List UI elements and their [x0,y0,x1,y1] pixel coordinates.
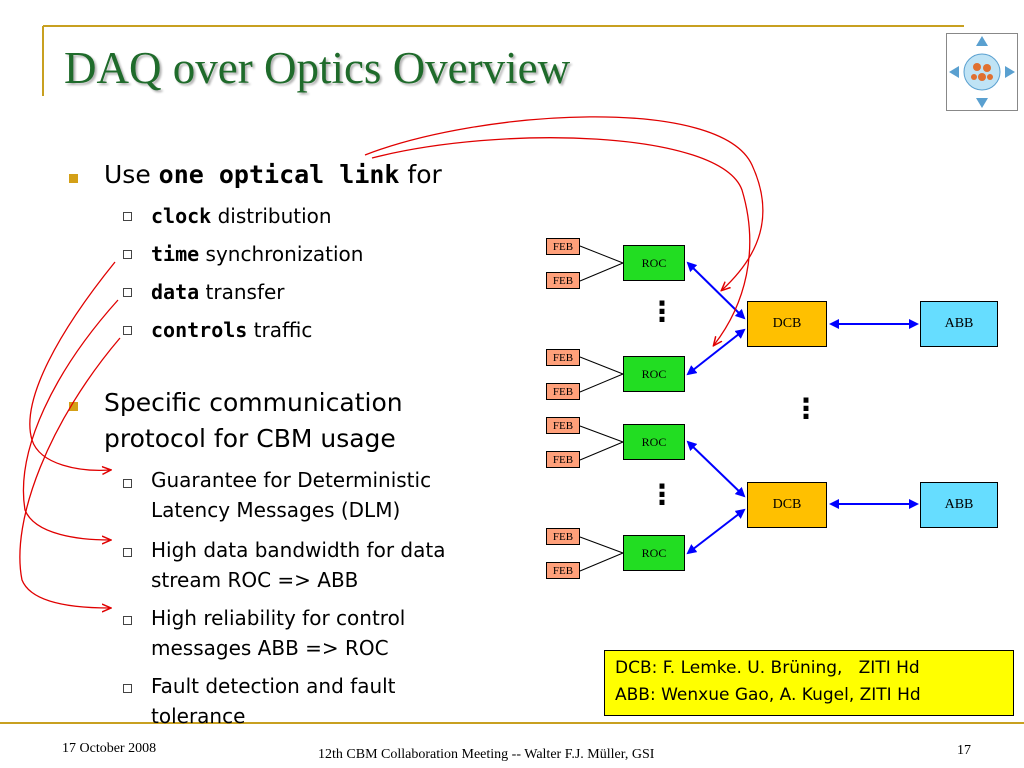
sub-item-bold: time [151,242,200,266]
sub-item-rest: traffic [247,318,313,342]
bullet-1-emphasis: one optical link [158,160,400,189]
footer-center: 12th CBM Collaboration Meeting -- Walter… [318,747,655,762]
sub-item-bold: data [151,280,200,304]
vertical-ellipsis: ⋮ [648,478,676,511]
sub-item-line: Guarantee for Deterministic [151,468,432,492]
bullet-1-suffix: for [399,160,442,189]
sub-item-line: High data bandwidth for data [151,538,446,562]
sub-item-rest: transfer [199,280,285,304]
dcb-box: DCB [747,482,827,528]
sub-bullet-marker [123,326,132,335]
sub-item-dlm: Guarantee for Deterministic Latency Mess… [151,465,431,525]
bullet-1-text: Use one optical link for [104,160,442,189]
page-title: DAQ over Optics Overview [64,43,571,93]
bullet-2-line-2: protocol for CBM usage [104,424,396,453]
credits-line: ABB: Wenxue Gao, A. Kugel, ZITI Hd [615,685,921,705]
sub-item-bold: clock [151,204,212,228]
sub-item-time: time synchronization [151,242,363,266]
feb-box: FEB [546,272,580,289]
feb-box: FEB [546,562,580,579]
bullet-2-line-1: Specific communication [104,388,403,417]
sub-bullet-marker [123,212,132,221]
credits-box: DCB: F. Lemke. U. Brüning, ZITI Hd ABB: … [604,650,1014,716]
abb-box: ABB [920,482,998,528]
sub-item-bandwidth: High data bandwidth for data stream ROC … [151,535,445,595]
page-number: 17 [957,743,971,758]
sub-bullet-marker [123,684,132,693]
dcb-box: DCB [747,301,827,347]
sub-bullet-marker [123,616,132,625]
sub-bullet-marker [123,288,132,297]
sub-item-line: tolerance [151,704,246,728]
sub-item-reliability: High reliability for control messages AB… [151,603,405,663]
feb-box: FEB [546,528,580,545]
sub-item-clock: clock distribution [151,204,332,228]
feb-box: FEB [546,238,580,255]
sub-bullet-marker [123,250,132,259]
roc-box: ROC [623,356,685,392]
sub-item-line: Latency Messages (DLM) [151,498,401,522]
bullet-1-prefix: Use [104,160,159,189]
sub-item-line: High reliability for control [151,606,406,630]
vertical-ellipsis: ⋮ [648,295,676,328]
sub-item-data: data transfer [151,280,285,304]
sub-item-controls: controls traffic [151,318,312,342]
sub-item-line: messages ABB => ROC [151,636,389,660]
feb-box: FEB [546,349,580,366]
sub-item-rest: distribution [211,204,332,228]
bullet-marker [69,174,78,183]
sub-item-line: Fault detection and fault [151,674,396,698]
sub-bullet-marker [123,479,132,488]
sub-item-bold: controls [151,318,248,342]
feb-box: FEB [546,383,580,400]
logo-icon [946,33,1018,111]
credits-line: DCB: F. Lemke. U. Brüning, ZITI Hd [615,658,920,678]
roc-box: ROC [623,424,685,460]
abb-box: ABB [920,301,998,347]
sub-item-rest: synchronization [199,242,364,266]
feb-box: FEB [546,417,580,434]
roc-box: ROC [623,535,685,571]
vertical-ellipsis: ⋮ [792,392,820,425]
footer-date: 17 October 2008 [62,741,157,756]
sub-item-line: stream ROC => ABB [151,568,359,592]
sub-item-fault: Fault detection and fault tolerance [151,671,396,731]
roc-box: ROC [623,245,685,281]
feb-box: FEB [546,451,580,468]
sub-bullet-marker [123,548,132,557]
bullet-marker [69,402,78,411]
